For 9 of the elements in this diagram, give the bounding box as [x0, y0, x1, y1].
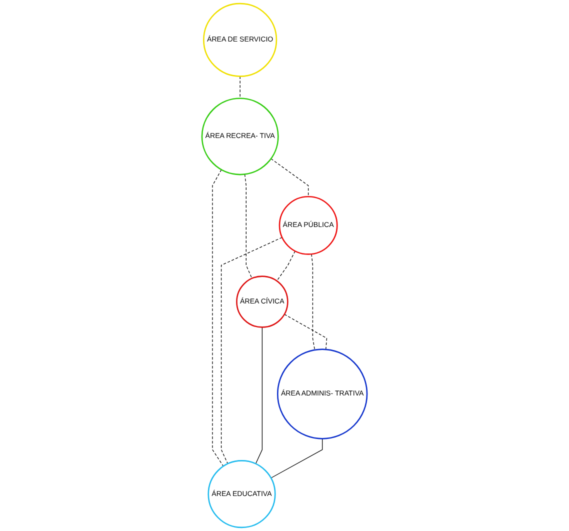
connector [212, 169, 224, 467]
connector [284, 314, 328, 350]
connector [255, 326, 263, 464]
connector [311, 254, 316, 350]
connector [270, 158, 309, 197]
connector [276, 250, 296, 282]
connector [270, 438, 323, 478]
connector [244, 174, 252, 279]
connector [220, 237, 282, 464]
